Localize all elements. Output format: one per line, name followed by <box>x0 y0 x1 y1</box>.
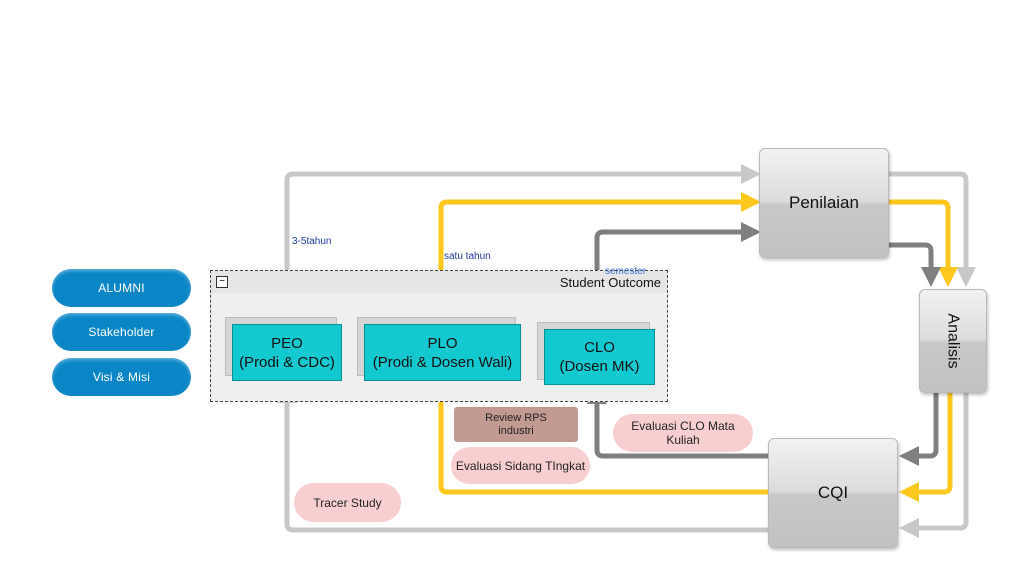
penilaian-to-analisis-light <box>888 171 976 287</box>
analisis-to-cqi-light <box>899 392 969 538</box>
penilaian-box: Penilaian <box>759 148 889 258</box>
peo-subtitle: (Prodi & CDC) <box>239 353 335 371</box>
review-rps-line1: Review RPS <box>485 411 547 424</box>
peo-period-label: 3-5tahun <box>292 236 332 247</box>
cqi-box: CQI <box>768 438 898 548</box>
analisis-label: Analisis <box>944 313 962 369</box>
student-outcome-title: Student Outcome <box>559 275 661 290</box>
clo-subtitle: (Dosen MK) <box>559 358 640 375</box>
review-rps-line2: industri <box>498 424 534 437</box>
plo-subtitle: (Prodi & Dosen Wali) <box>372 353 513 371</box>
collapse-icon[interactable]: − <box>216 276 228 288</box>
evaluasi-clo-note: Evaluasi CLO Mata Kuliah <box>613 414 753 452</box>
clo-to-penilaian-arrow <box>594 222 761 328</box>
peo-to-penilaian-arrow <box>284 164 761 325</box>
cqi-to-peo-arrow <box>277 383 768 533</box>
clo-box: CLO (Dosen MK) <box>544 329 655 385</box>
peo-title: PEO <box>271 334 303 352</box>
peo-box: PEO (Prodi & CDC) <box>232 324 342 381</box>
cqi-to-clo-arrow <box>587 384 768 459</box>
analisis-box: Analisis <box>919 289 987 393</box>
cqi-to-plo-arrow <box>431 381 768 495</box>
plo-period-label: satu tahun <box>444 251 491 262</box>
student-outcome-header <box>211 271 667 293</box>
plo-box: PLO (Prodi & Dosen Wali) <box>364 324 521 381</box>
analisis-to-cqi-yellow <box>899 392 953 502</box>
clo-period-label: semester <box>605 266 647 277</box>
clo-title: CLO <box>584 339 615 356</box>
penilaian-to-analisis-yellow <box>888 199 958 287</box>
plo-to-penilaian-arrow <box>438 192 761 322</box>
review-rps-note: Review RPS industri <box>454 407 578 442</box>
tracer-study-note: Tracer Study <box>294 483 401 522</box>
alumni-pill: ALUMNI <box>52 269 191 307</box>
plo-title: PLO <box>427 334 458 352</box>
analisis-to-cqi-dark <box>899 392 939 466</box>
evaluasi-sidang-note: Evaluasi Sidang TIngkat <box>451 447 590 484</box>
penilaian-to-analisis-dark <box>888 242 941 287</box>
visi-misi-pill: Visi & Misi <box>52 358 191 396</box>
stakeholder-pill: Stakeholder <box>52 313 191 351</box>
